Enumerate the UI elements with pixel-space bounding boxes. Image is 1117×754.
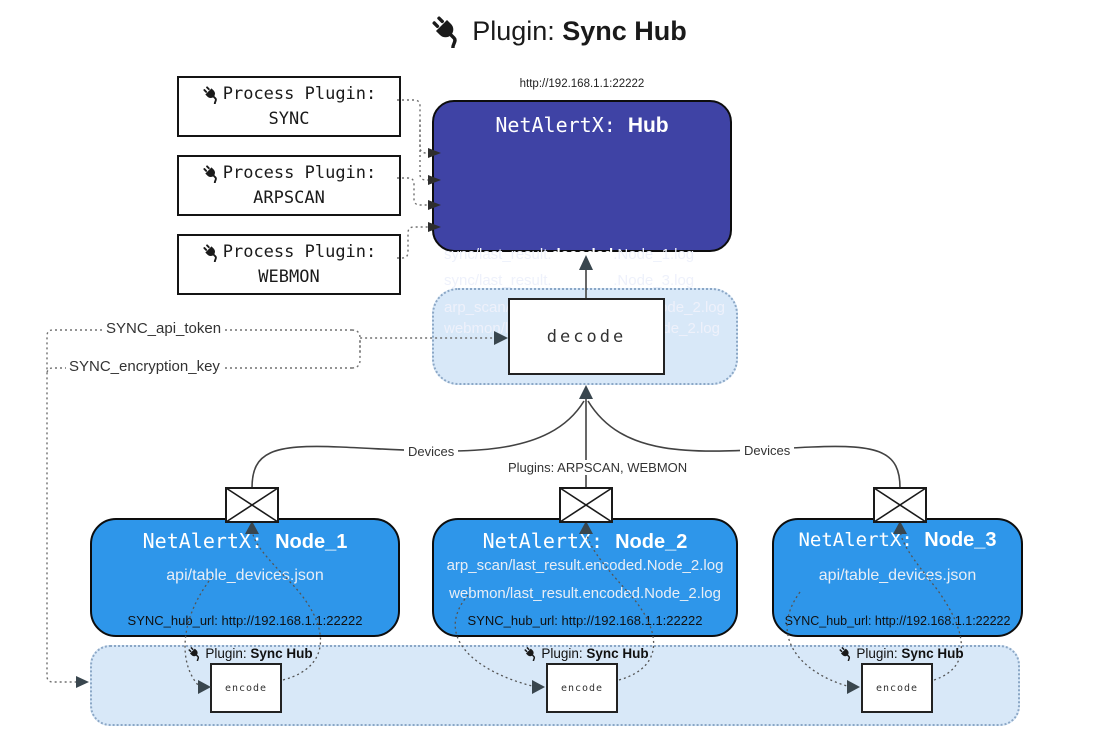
- hub-url-label: http://192.168.1.1:22222: [519, 78, 645, 90]
- hub-log-line: sync/last_result.decoded.Node_3.log: [444, 272, 695, 289]
- encode-box: encode: [861, 663, 933, 713]
- process-plugin-label: Process Plugin:: [222, 241, 377, 262]
- encode-label: encode: [560, 682, 604, 694]
- plug-icon: [523, 646, 538, 661]
- node-hub-url: SYNC_hub_url: http://192.168.1.1:22222: [784, 614, 1011, 628]
- node-file: arp_scan/last_result.encoded.Node_2.log: [446, 557, 724, 574]
- node-file: webmon/last_result.encoded.Node_2.log: [449, 585, 721, 602]
- plug-icon: [838, 646, 853, 661]
- process-plugin-sync-box: Process Plugin: SYNC: [177, 76, 401, 137]
- node-file: api/table_devices.json: [166, 567, 324, 584]
- node-title: NetAlertX: Node_2: [482, 529, 688, 553]
- netalertx-node3-box: NetAlertX: Node_3 api/table_devices.json…: [772, 518, 1023, 637]
- envelope-icon: [225, 487, 279, 523]
- process-plugin-name: WEBMON: [258, 266, 320, 287]
- netalertx-hub-box: NetAlertX: Hub sync/last_result.decoded.…: [432, 100, 732, 337]
- node-title: NetAlertX: Node_3: [798, 529, 997, 551]
- page-title-pre: Plugin:: [472, 15, 563, 46]
- decode-box: decode: [508, 298, 665, 375]
- sync-api-token-label: SYNC_api_token: [103, 320, 225, 337]
- encode-label: encode: [224, 682, 268, 694]
- process-plugin-label: Process Plugin:: [222, 162, 377, 183]
- envelope-icon: [873, 487, 927, 523]
- encoder-plugin-label: Plugin: Sync Hub: [838, 646, 964, 661]
- decode-label: decode: [546, 326, 627, 347]
- process-plugin-arpscan-box: Process Plugin: ARPSCAN: [177, 155, 401, 216]
- encode-box: encode: [210, 663, 282, 713]
- node-title: NetAlertX: Node_1: [142, 529, 348, 553]
- devices-edge-label-left: Devices: [404, 444, 459, 459]
- process-plugin-name: SYNC: [268, 108, 310, 129]
- hub-log-line: sync/last_result.decoded.Node_1.log: [444, 246, 695, 263]
- page-title: Plugin: Sync Hub: [0, 14, 1117, 48]
- hub-title: NetAlertX: Hub: [495, 113, 669, 137]
- node-hub-url: SYNC_hub_url: http://192.168.1.1:22222: [127, 613, 363, 628]
- plug-icon: [202, 85, 221, 104]
- encode-box: encode: [546, 663, 618, 713]
- plug-icon: [430, 14, 464, 48]
- sync-encryption-key-label: SYNC_encryption_key: [66, 358, 223, 375]
- process-plugin-name: ARPSCAN: [253, 187, 325, 208]
- devices-edge-label-right: Devices: [740, 443, 795, 458]
- encoder-plugin-label: Plugin: Sync Hub: [187, 646, 313, 661]
- plugins-edge-label: Plugins: ARPSCAN, WEBMON: [504, 460, 692, 475]
- node-hub-url: SYNC_hub_url: http://192.168.1.1:22222: [467, 613, 703, 628]
- encoder-plugin-label: Plugin: Sync Hub: [523, 646, 649, 661]
- encode-label: encode: [875, 682, 919, 694]
- page-title-bold: Sync Hub: [562, 15, 687, 46]
- plug-icon: [187, 646, 202, 661]
- process-plugin-webmon-box: Process Plugin: WEBMON: [177, 234, 401, 295]
- process-plugin-label: Process Plugin:: [222, 83, 377, 104]
- netalertx-node2-box: NetAlertX: Node_2 arp_scan/last_result.e…: [432, 518, 738, 637]
- netalertx-node1-box: NetAlertX: Node_1 api/table_devices.json…: [90, 518, 400, 637]
- envelope-icon: [559, 487, 613, 523]
- node-file: api/table_devices.json: [818, 567, 977, 584]
- plug-icon: [202, 164, 221, 183]
- plug-icon: [202, 243, 221, 262]
